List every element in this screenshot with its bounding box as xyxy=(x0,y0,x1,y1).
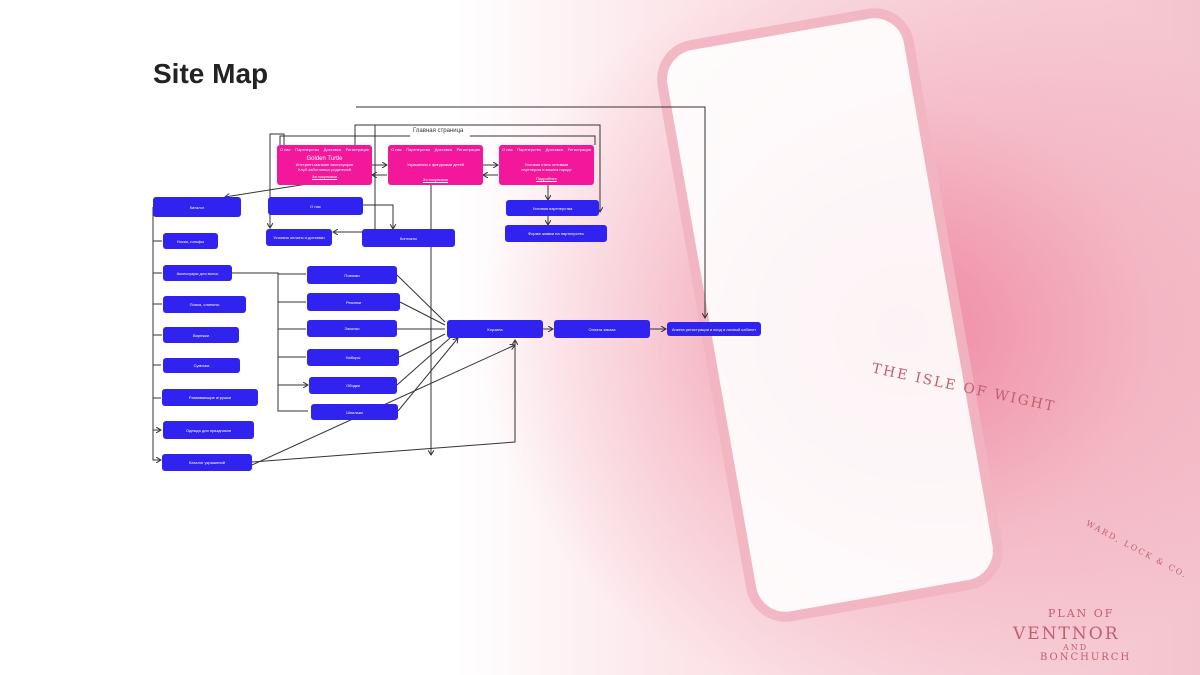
box-catalog[interactable]: Каталог xyxy=(153,197,241,217)
box-holiday-clothes[interactable]: Одежда для праздников xyxy=(163,421,254,439)
nav-about[interactable]: О нас xyxy=(391,147,402,152)
box-headbands[interactable]: Повязки xyxy=(307,266,397,284)
nav-partnership[interactable]: Партнерство xyxy=(295,147,320,152)
box-jewelry-catalog[interactable]: Каталог украшений xyxy=(162,454,252,471)
nav-registration[interactable]: Регистрация xyxy=(456,147,480,152)
card-link[interactable]: Подробнее xyxy=(536,176,557,181)
nav-about[interactable]: О нас xyxy=(280,147,291,152)
box-mittens[interactable]: Варежки xyxy=(163,327,239,343)
map-label: PLAN OF xyxy=(1048,607,1115,620)
box-pins[interactable]: Шпильки xyxy=(311,404,398,420)
box-contacts[interactable]: Контакты xyxy=(362,229,455,247)
card-link[interactable]: За покупками xyxy=(422,177,449,182)
card-text: Условия стать оптовым xyxy=(524,162,569,167)
box-partner-form[interactable]: Форма заявки на партнерство xyxy=(505,225,607,242)
box-order-payment[interactable]: Оплата заказа xyxy=(554,320,650,338)
map-label: BONCHURCH xyxy=(1040,652,1132,663)
box-toys[interactable]: Развивающие игрушки xyxy=(162,389,258,406)
nav-partnership[interactable]: Партнерство xyxy=(406,147,431,152)
box-hair-accessories[interactable]: Аксессуары для волос xyxy=(163,265,232,281)
card-text: партнером в вашем городе xyxy=(521,167,572,172)
main-page-label: Главная страница xyxy=(410,128,467,134)
box-belts[interactable]: Пояса, слипоны xyxy=(163,296,246,313)
map-label: VENTNOR xyxy=(1013,624,1120,644)
card-text: Интернет-магазин аксессуаров xyxy=(295,162,354,167)
box-about[interactable]: О нас xyxy=(268,197,363,215)
card-title: Golden Turtle xyxy=(306,156,343,162)
box-registration[interactable]: Анкета регистрации и вход в личный кабин… xyxy=(667,322,761,336)
card-text: Украшения с фигурками детей xyxy=(407,162,464,167)
nav-registration[interactable]: Регистрация xyxy=(567,147,591,152)
card-text: Клуб заботливых родителей xyxy=(298,167,351,172)
box-bags[interactable]: Сумочки xyxy=(163,358,240,373)
nav-about[interactable]: О нас xyxy=(502,147,513,152)
nav-delivery[interactable]: Доставка xyxy=(545,147,563,152)
nav-partnership[interactable]: Партнерство xyxy=(517,147,542,152)
box-clips[interactable]: Заколки xyxy=(307,320,397,337)
box-elastics[interactable]: Резинки xyxy=(307,293,400,311)
nav-delivery[interactable]: Доставка xyxy=(434,147,452,152)
page-title: Site Map xyxy=(153,58,269,89)
box-payment-terms[interactable]: Условия оплаты и доставки xyxy=(266,229,332,246)
card-link[interactable]: За покупками xyxy=(311,174,338,179)
nav-registration[interactable]: Регистрация xyxy=(345,147,369,152)
nav-delivery[interactable]: Доставка xyxy=(323,147,341,152)
box-sets[interactable]: Наборы xyxy=(307,349,399,366)
map-label: AND xyxy=(1063,643,1089,652)
box-hoops[interactable]: Ободки xyxy=(309,377,397,394)
box-cart[interactable]: Корзина xyxy=(447,320,543,338)
box-partner-terms[interactable]: Условия партнерства xyxy=(506,200,599,216)
box-socks[interactable]: Носки, гольфы xyxy=(163,233,218,249)
